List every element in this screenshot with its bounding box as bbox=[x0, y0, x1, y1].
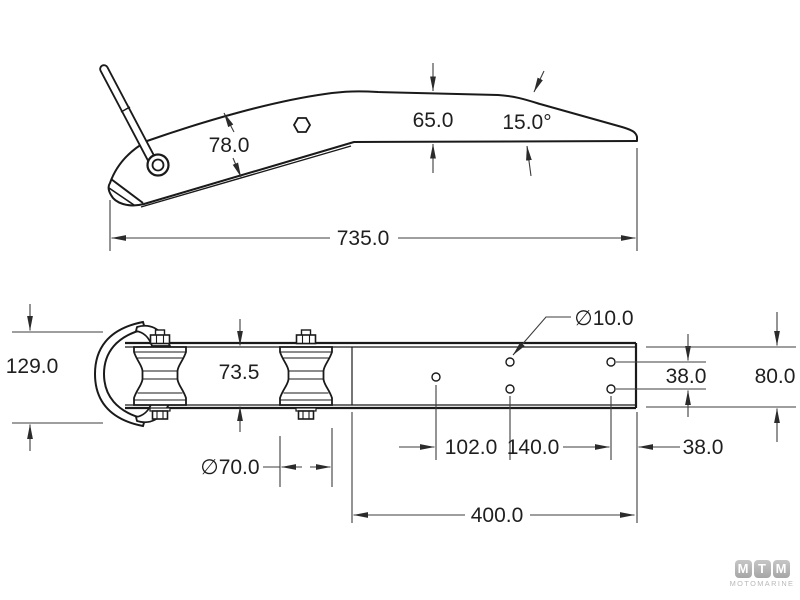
pin-collar-line bbox=[120, 106, 131, 113]
dim-hole-diameter: ∅10.0 bbox=[512, 307, 634, 356]
dim-roller-diameter: ∅70.0 bbox=[200, 428, 333, 487]
logo-tiles: M T M bbox=[728, 560, 796, 578]
side-view-arm-outline bbox=[107, 90, 638, 207]
dim-hole-pitch-b-label: 140.0 bbox=[507, 436, 560, 459]
dim-channel-inner-width: 73.5 bbox=[219, 319, 260, 432]
dim-arm-depth: 78.0 bbox=[209, 112, 250, 178]
roller-2 bbox=[279, 346, 333, 406]
dim-channel-inner-width-label: 73.5 bbox=[219, 361, 260, 384]
roller-2-bolts bbox=[295, 329, 317, 420]
hole-mid-top bbox=[505, 357, 515, 367]
side-view-pin-ring bbox=[146, 153, 170, 177]
brand-logo: M T M MOTOMARINE bbox=[728, 560, 796, 588]
roller-1 bbox=[133, 346, 187, 406]
dim-roller-diameter-label: ∅70.0 bbox=[200, 456, 259, 479]
side-view: 78.0 65.0 15.0° 735.0 bbox=[99, 63, 638, 251]
hole-center bbox=[431, 372, 441, 382]
dim-overall-length-label: 735.0 bbox=[337, 227, 390, 250]
dim-hole-pitch-row: 102.0 140.0 38.0 bbox=[399, 385, 723, 523]
side-view-locking-pin bbox=[99, 64, 157, 165]
dim-plate-width-label: 80.0 bbox=[755, 365, 796, 388]
dim-overall-width: 129.0 bbox=[6, 304, 103, 451]
dim-overall-length: 735.0 bbox=[109, 148, 638, 251]
logo-tile-m1: M bbox=[734, 560, 752, 578]
side-view-hex-hole bbox=[292, 117, 312, 133]
dim-plate-width: 80.0 bbox=[646, 312, 796, 442]
top-view: 129.0 73.5 ∅70.0 ∅10.0 38.0 bbox=[6, 304, 796, 527]
dim-arm-depth-label: 78.0 bbox=[209, 134, 250, 157]
side-view-foot-wedge bbox=[108, 178, 144, 206]
logo-tile-m2: M bbox=[772, 560, 790, 578]
dim-hole-pitch-a-label: 102.0 bbox=[445, 436, 498, 459]
logo-tile-t: T bbox=[753, 560, 771, 578]
dim-plate-length: 400.0 bbox=[351, 412, 635, 527]
dim-plate-length-label: 400.0 bbox=[471, 504, 524, 527]
side-view-channel-lip-line bbox=[140, 145, 352, 208]
top-view-channel-body bbox=[125, 341, 638, 410]
dim-end-offset-label: 38.0 bbox=[683, 436, 724, 459]
dim-section-height: 65.0 bbox=[413, 63, 454, 173]
roller-1-bolts bbox=[149, 329, 171, 420]
dim-section-height-label: 65.0 bbox=[413, 109, 454, 132]
dim-hole-row-spacing: 38.0 bbox=[616, 334, 706, 417]
hole-end-bottom bbox=[606, 384, 616, 394]
dim-overall-width-label: 129.0 bbox=[6, 355, 59, 378]
dim-hole-diameter-label: ∅10.0 bbox=[574, 307, 633, 330]
hole-end-top bbox=[606, 357, 616, 367]
logo-subtitle: MOTOMARINE bbox=[729, 579, 795, 588]
mounting-holes bbox=[431, 357, 616, 394]
dim-hole-row-spacing-label: 38.0 bbox=[666, 365, 707, 388]
dim-taper-angle: 15.0° bbox=[502, 70, 552, 177]
top-view-bow-crescent bbox=[93, 320, 147, 428]
dim-taper-angle-label: 15.0° bbox=[502, 111, 551, 134]
hole-mid-bottom bbox=[505, 384, 515, 394]
